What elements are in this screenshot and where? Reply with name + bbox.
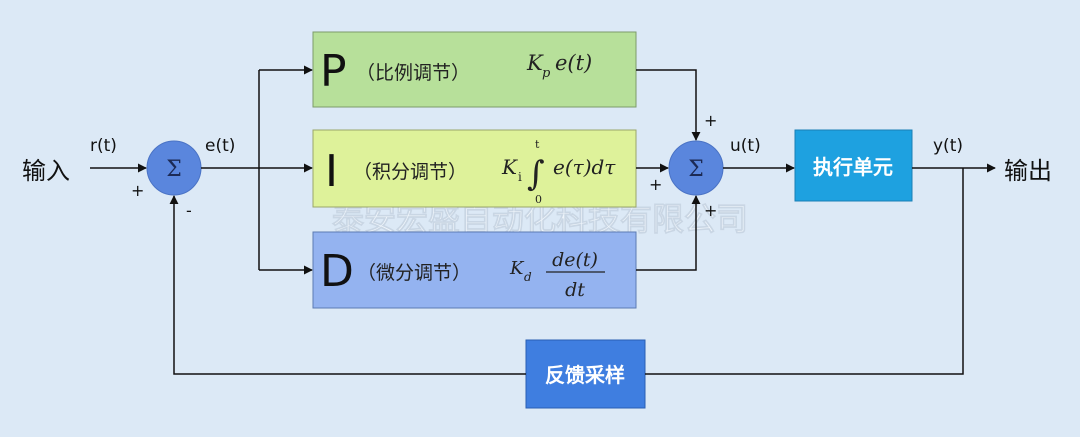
p-to-sum-arrow xyxy=(636,69,701,141)
actuator-block xyxy=(794,129,913,202)
i-letter: I xyxy=(325,146,338,197)
d-gain-k: K xyxy=(509,258,525,279)
sum-symbol-1: Σ xyxy=(166,157,182,182)
signal-y: y(t) xyxy=(933,136,963,156)
feedback-out-line xyxy=(645,168,964,375)
signal-e: e(t) xyxy=(205,136,235,156)
i-upper-limit: t xyxy=(535,138,540,151)
sign-sum1-plus: + xyxy=(131,181,144,200)
d-gain-sub: d xyxy=(524,270,532,284)
feedback-label: 反馈采样 xyxy=(545,363,625,387)
d-denominator: dt xyxy=(565,279,585,301)
p-label: （比例调节） xyxy=(356,62,470,84)
output-label: 输出 xyxy=(1004,157,1052,185)
i-lower-limit: 0 xyxy=(535,193,542,206)
d-numerator: de(t) xyxy=(552,249,598,271)
i-gain-sub: i xyxy=(518,170,522,184)
sum-symbol-2: Σ xyxy=(688,157,704,182)
sign-sum2-left: + xyxy=(649,175,662,194)
integral-symbol: ∫ xyxy=(527,154,545,194)
feedback-return-arrow xyxy=(169,195,526,375)
p-gain-sub: p xyxy=(542,66,551,81)
i-gain-k: K xyxy=(501,155,518,179)
i-expr: e(τ)dτ xyxy=(553,155,616,179)
d-letter: D xyxy=(320,246,354,297)
d-to-sum-arrow xyxy=(636,195,701,271)
p-gain-k: K xyxy=(526,51,544,75)
sign-sum2-top: + xyxy=(704,111,717,130)
signal-r: r(t) xyxy=(90,136,117,156)
p-expr: e(t) xyxy=(555,51,592,75)
p-block xyxy=(312,31,637,108)
i-label: （积分调节） xyxy=(353,161,467,183)
d-label: （微分调节） xyxy=(357,262,471,284)
sign-sum2-bottom: + xyxy=(704,201,717,220)
feedback-block xyxy=(525,339,646,409)
p-letter: P xyxy=(320,46,347,97)
connections xyxy=(90,65,996,375)
actuator-label: 执行单元 xyxy=(813,155,893,179)
d-block xyxy=(312,231,637,309)
input-label: 输入 xyxy=(22,157,70,185)
signal-u: u(t) xyxy=(730,136,761,156)
sign-sum1-minus: - xyxy=(186,201,192,220)
